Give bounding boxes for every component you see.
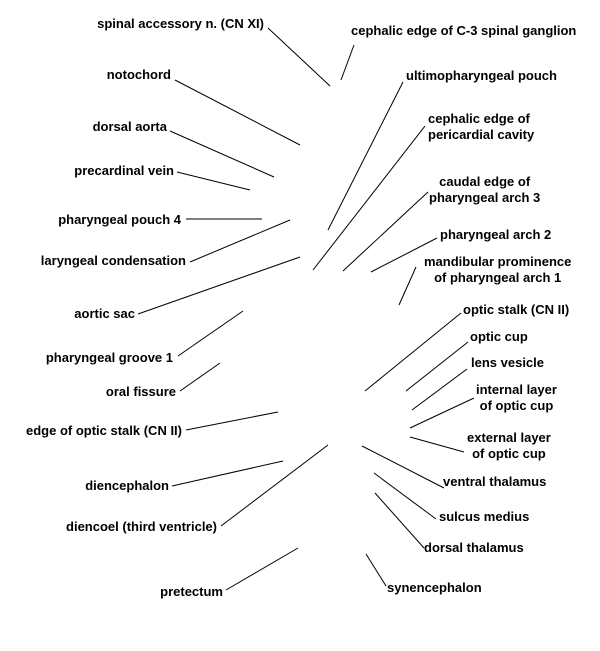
leader-line	[179, 362, 221, 392]
label-sulcus-medius: sulcus medius	[439, 509, 530, 524]
label-line: caudal edge of	[439, 174, 531, 189]
label-synencephalon: synencephalon	[387, 580, 482, 595]
leader-line	[364, 312, 462, 392]
label-laryngeal-condensation: laryngeal condensation	[40, 253, 186, 268]
label-optic-stalk: optic stalk (CN II)	[463, 302, 570, 317]
label-line: mandibular prominence	[424, 254, 572, 269]
leader-line	[171, 460, 284, 487]
leader-line	[365, 553, 387, 587]
leader-line	[342, 191, 429, 272]
leader-line	[411, 368, 468, 411]
label-internal-layer-optic-cup: internal layer of optic cup	[476, 382, 557, 414]
label-lens-vesicle: lens vesicle	[471, 355, 544, 370]
label-line: internal layer	[476, 382, 557, 397]
label-line: of optic cup	[472, 446, 546, 461]
label-line: external layer	[467, 430, 551, 445]
leader-line	[405, 341, 469, 392]
label-ultimopharyngeal-pouch: ultimopharyngeal pouch	[406, 68, 557, 83]
leader-line	[169, 130, 275, 178]
leader-line	[220, 444, 329, 527]
leader-line	[374, 492, 425, 549]
label-caudal-edge-pharyngeal-arch-3: caudal edge of pharyngeal arch 3	[429, 174, 540, 206]
label-pharyngeal-groove-1: pharyngeal groove 1	[45, 350, 173, 365]
label-aortic-sac: aortic sac	[74, 306, 135, 321]
label-precardinal-vein: precardinal vein	[74, 163, 174, 178]
label-line: pharyngeal arch 3	[429, 190, 541, 205]
label-optic-cup: optic cup	[470, 329, 528, 344]
label-diencoel: diencoel (third ventricle)	[66, 519, 217, 534]
label-edge-of-optic-stalk: edge of optic stalk (CN II)	[25, 423, 182, 438]
label-ventral-thalamus: ventral thalamus	[443, 474, 547, 489]
leader-line	[409, 397, 475, 429]
leader-line	[177, 310, 244, 357]
leader-line	[189, 219, 291, 263]
leader-line	[225, 547, 299, 591]
label-diencephalon: diencephalon	[85, 478, 169, 493]
label-line: cephalic edge of	[428, 111, 530, 126]
label-dorsal-aorta: dorsal aorta	[92, 119, 167, 134]
label-line: pericardial cavity	[428, 127, 535, 142]
label-pharyngeal-arch-2: pharyngeal arch 2	[440, 227, 552, 242]
label-oral-fissure: oral fissure	[105, 384, 176, 399]
leader-line	[174, 79, 301, 146]
leader-line	[398, 266, 417, 306]
label-pharyngeal-pouch-4: pharyngeal pouch 4	[58, 212, 181, 227]
label-pretectum: pretectum	[160, 584, 223, 599]
label-mandibular-prominence: mandibular prominence of pharyngeal arch…	[424, 254, 571, 286]
leader-line	[361, 445, 445, 489]
label-cephalic-edge-pericardial-cavity: cephalic edge of pericardial cavity	[428, 111, 534, 143]
leader-line	[185, 411, 279, 431]
leader-line	[327, 81, 404, 231]
leader-line	[370, 237, 438, 273]
label-line: of optic cup	[479, 398, 554, 413]
leader-line	[373, 472, 437, 520]
leader-line	[340, 44, 355, 81]
leader-line	[409, 436, 465, 453]
leader-line	[137, 256, 301, 315]
label-line: of pharyngeal arch 1	[434, 270, 562, 285]
leader-line	[267, 27, 331, 87]
label-cephalic-edge-c3-ganglion: cephalic edge of C-3 spinal ganglion	[351, 23, 577, 38]
label-notochord: notochord	[106, 67, 171, 82]
leader-line	[176, 171, 251, 191]
leader-line	[312, 125, 426, 271]
label-external-layer-optic-cup: external layer of optic cup	[467, 430, 551, 462]
label-dorsal-thalamus: dorsal thalamus	[424, 540, 524, 555]
label-spinal-accessory-nerve: spinal accessory n. (CN XI)	[97, 16, 264, 31]
